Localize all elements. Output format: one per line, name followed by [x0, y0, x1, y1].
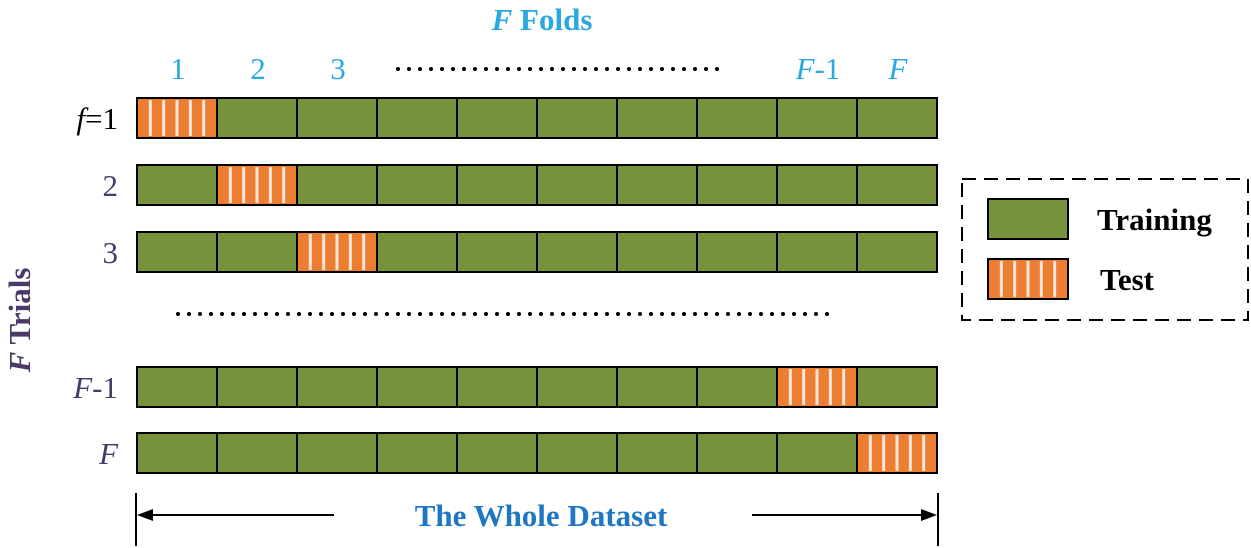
legend-test-swatch: [987, 258, 1069, 300]
training-fold-cell: [856, 97, 938, 139]
training-fold-cell: [856, 231, 938, 273]
legend-frame: [961, 178, 1249, 321]
training-fold-cell: [536, 231, 618, 273]
training-fold-cell: [136, 231, 218, 273]
training-fold-cell: [376, 231, 458, 273]
training-fold-cell: [136, 432, 218, 474]
legend-training-swatch: [987, 198, 1069, 240]
training-fold-cell: [536, 97, 618, 139]
trial-row-label: f=1: [76, 101, 118, 136]
training-fold-cell: [616, 432, 698, 474]
trial-rows: f=1 2 3F-1F: [72, 97, 938, 474]
training-fold-cell: [376, 432, 458, 474]
trial-row-2: 2: [103, 164, 938, 206]
training-fold-cell: [456, 97, 538, 139]
training-fold-cell: [776, 432, 858, 474]
test-fold-cell: [776, 366, 858, 408]
training-fold-cell: [696, 432, 778, 474]
test-fold-cell: [136, 97, 218, 139]
legend: Training Test: [961, 178, 1249, 321]
training-fold-cell: [696, 97, 778, 139]
legend-test-cell: [987, 258, 1069, 300]
training-fold-cell: [216, 432, 298, 474]
fold-label-2: 2: [250, 51, 266, 86]
test-fold-cell: [216, 164, 298, 206]
trial-row-label: F: [98, 436, 119, 471]
training-fold-cell: [776, 164, 858, 206]
trial-row-label: 2: [103, 168, 119, 203]
training-fold-cell: [696, 164, 778, 206]
trial-row-3: 3: [103, 231, 938, 273]
training-fold-cell: [696, 231, 778, 273]
test-fold-cell: [296, 231, 378, 273]
training-fold-cell: [456, 432, 538, 474]
fold-labels: 1 2 3 F-1 F: [170, 51, 908, 86]
legend-test-label: Test: [1100, 262, 1155, 297]
training-fold-cell: [296, 366, 378, 408]
training-fold-cell: [776, 97, 858, 139]
training-fold-cell: [296, 164, 378, 206]
span-right-arrowhead: [921, 509, 937, 521]
fold-label-3: 3: [330, 51, 346, 86]
training-fold-cell: [856, 164, 938, 206]
trial-row-1: f=1: [76, 97, 938, 139]
dataset-span: The Whole Dataset: [135, 493, 939, 546]
trial-row-4: F-1: [72, 366, 938, 408]
training-fold-cell: [376, 366, 458, 408]
legend-training-label: Training: [1097, 202, 1212, 237]
training-fold-cell: [536, 366, 618, 408]
training-fold-cell: [776, 231, 858, 273]
training-fold-cell: [296, 432, 378, 474]
training-fold-cell: [216, 366, 298, 408]
training-fold-cell: [856, 366, 938, 408]
training-fold-cell: [536, 432, 618, 474]
training-fold-cell: [616, 231, 698, 273]
trial-row-5: F: [98, 432, 938, 474]
test-fold-cell: [856, 432, 938, 474]
training-fold-cell: [376, 97, 458, 139]
training-fold-cell: [456, 366, 538, 408]
training-fold-cell: [216, 231, 298, 273]
trials-axis-label: F Trials: [2, 268, 37, 374]
training-fold-cell: [376, 164, 458, 206]
folds-title: F Folds: [491, 2, 593, 37]
training-fold-cell: [696, 366, 778, 408]
training-fold-cell: [216, 97, 298, 139]
training-fold-cell: [456, 164, 538, 206]
training-fold-cell: [616, 164, 698, 206]
fold-label-4: F-1: [795, 51, 841, 86]
trial-row-label: F-1: [72, 370, 118, 405]
training-fold-cell: [456, 231, 538, 273]
fold-label-1: 1: [170, 51, 186, 86]
training-fold-cell: [136, 164, 218, 206]
training-fold-cell: [296, 97, 378, 139]
training-fold-cell: [616, 366, 698, 408]
training-fold-cell: [616, 97, 698, 139]
training-fold-cell: [136, 366, 218, 408]
dataset-label: The Whole Dataset: [415, 498, 668, 533]
training-fold-cell: [536, 164, 618, 206]
trial-row-label: 3: [103, 235, 119, 270]
fold-label-5: F: [888, 51, 909, 86]
span-left-arrowhead: [137, 509, 153, 521]
